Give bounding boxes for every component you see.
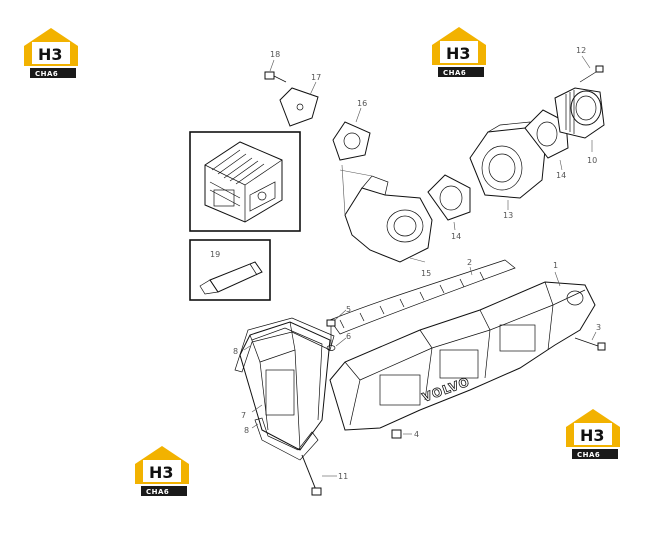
inset-sealant-tube: 19 <box>189 239 271 301</box>
bolt-3 <box>574 331 606 351</box>
callout-13: 13 <box>503 211 513 220</box>
callout-5: 5 <box>346 305 351 314</box>
inset-control-unit <box>189 131 301 232</box>
callout-8-upper: 8 <box>233 347 238 356</box>
throttle-body-13 <box>469 121 546 210</box>
connector-10 <box>554 87 605 152</box>
flange-housing-7 <box>239 321 331 451</box>
callout-labels: 18 17 16 12 10 14 13 14 15 2 1 3 5 6 8 7… <box>233 46 601 481</box>
callout-11: 11 <box>338 472 348 481</box>
callout-12: 12 <box>576 46 586 55</box>
svg-text:H3: H3 <box>446 44 471 63</box>
gasket-14-left <box>427 174 471 231</box>
svg-text:H3: H3 <box>149 463 174 482</box>
svg-text:CHA6: CHA6 <box>443 69 466 77</box>
manifold-gasket-2 <box>329 259 516 335</box>
bolt-5 <box>326 309 347 345</box>
logo-watermark-top-left: H3 CHA6 <box>24 28 78 78</box>
callout-3: 3 <box>596 323 601 332</box>
bolt-12 <box>579 55 604 83</box>
callout-6: 6 <box>346 332 351 341</box>
exhaust-elbow-15 <box>339 164 433 263</box>
cover-plate-17 <box>279 81 319 127</box>
callout-18: 18 <box>270 50 280 59</box>
bolt-11 <box>301 454 337 496</box>
gasket-14-right <box>524 109 569 171</box>
callout-14-left: 14 <box>451 232 461 241</box>
logo-watermark-right: H3 CHA6 <box>566 409 620 459</box>
gasket-8-lower <box>251 417 319 461</box>
callout-8-lower: 8 <box>244 426 249 435</box>
nut-4 <box>391 429 412 439</box>
callout-14-right: 14 <box>556 171 566 180</box>
callout-7: 7 <box>241 411 246 420</box>
bolt-18 <box>264 59 287 83</box>
callout-2: 2 <box>467 258 472 267</box>
callout-10: 10 <box>587 156 597 165</box>
svg-text:CHA6: CHA6 <box>35 70 58 78</box>
washer-6 <box>326 337 347 351</box>
logo-watermark-bottom-left: H3 CHA6 <box>135 446 189 496</box>
intake-manifold-1: VOLVO <box>329 271 596 431</box>
callout-17: 17 <box>311 73 321 82</box>
callout-19: 19 <box>210 250 220 259</box>
svg-text:CHA6: CHA6 <box>577 451 600 459</box>
logo-watermark-top-center: H3 CHA6 <box>432 27 486 77</box>
gasket-16 <box>332 107 371 161</box>
callout-15: 15 <box>421 269 431 278</box>
gasket-8-upper <box>234 317 335 373</box>
callout-1: 1 <box>553 261 558 270</box>
svg-text:CHA6: CHA6 <box>146 488 169 496</box>
svg-text:H3: H3 <box>580 426 605 445</box>
callout-16: 16 <box>357 99 367 108</box>
callout-4: 4 <box>414 430 419 439</box>
svg-text:H3: H3 <box>38 45 63 64</box>
